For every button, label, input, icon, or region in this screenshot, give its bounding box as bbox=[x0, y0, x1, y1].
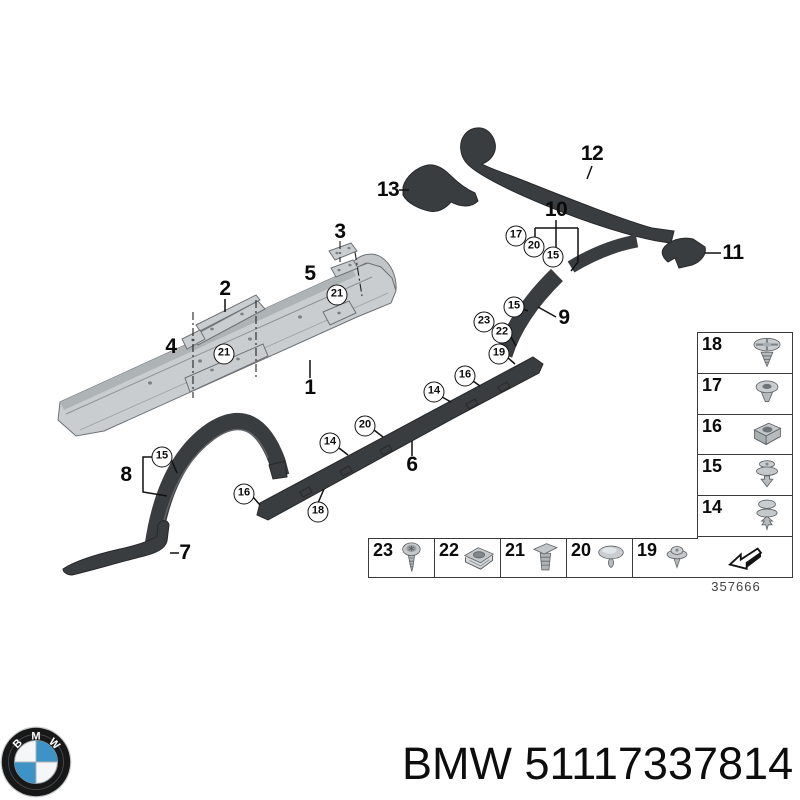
part-8-inner-line bbox=[159, 428, 269, 541]
fastener-cell-number: 15 bbox=[702, 456, 723, 477]
dome-clip-icon bbox=[592, 541, 630, 576]
fastener-cell-14: 14 bbox=[698, 496, 792, 538]
mounting-plate-left bbox=[184, 343, 269, 393]
part-11-moulding bbox=[661, 237, 706, 269]
fastener-callout-14: 14 bbox=[319, 432, 341, 454]
fastener-callout-16: 16 bbox=[454, 365, 476, 387]
pan-head-screw-icon bbox=[394, 541, 432, 576]
fastener-callout-18: 18 bbox=[307, 501, 329, 523]
fastener-callout-19: 19 bbox=[488, 343, 510, 365]
part-label-12: 12 bbox=[580, 142, 604, 165]
fastener-callout-20: 20 bbox=[354, 415, 376, 437]
part-12-moulding bbox=[460, 127, 675, 244]
fastener-cell-number: 18 bbox=[702, 334, 723, 354]
fastener-cell-number: 17 bbox=[702, 374, 723, 395]
fastener-cell-16: 16 bbox=[698, 415, 792, 456]
fastener-cell-17: 17 bbox=[698, 374, 792, 415]
fastener-legend-row: 23 22 21 20 19 bbox=[368, 538, 698, 578]
fastener-cell-number: 21 bbox=[505, 540, 526, 560]
fastener-callout-21: 21 bbox=[213, 343, 235, 365]
fastener-cell-number: 19 bbox=[637, 540, 658, 560]
part-number-caption: BMW 51117337814 bbox=[402, 738, 794, 789]
fastener-callout-14: 14 bbox=[423, 381, 445, 403]
fastener-cell-22: 22 bbox=[435, 539, 501, 577]
part-6-sill-strip bbox=[256, 356, 544, 521]
part-7-moulding bbox=[62, 520, 170, 576]
fastener-cell-19: 19 bbox=[633, 539, 698, 577]
part-label-5: 5 bbox=[304, 262, 316, 285]
fastener-callout-21: 21 bbox=[326, 284, 348, 306]
part-label-9: 9 bbox=[558, 306, 570, 329]
leader-lines bbox=[142, 165, 721, 554]
part-8-foot bbox=[268, 460, 288, 480]
fastener-callout-15: 15 bbox=[503, 296, 525, 318]
fastener-cell-18: 18 bbox=[698, 333, 792, 374]
part-2-entry-rail bbox=[190, 294, 266, 346]
part-label-13: 13 bbox=[376, 178, 400, 201]
part-9-wheel-arch-upper bbox=[567, 234, 639, 273]
washer-rivet-icon bbox=[744, 457, 790, 494]
centre-lines bbox=[192, 241, 363, 398]
part-label-7: 7 bbox=[179, 541, 191, 564]
fastener-cell-number: 20 bbox=[571, 540, 592, 560]
fastener-callout-15: 15 bbox=[542, 246, 564, 268]
fastener-callout-22: 22 bbox=[491, 322, 513, 344]
fastener-legend-column: 18 17 16 15 14 bbox=[697, 332, 793, 578]
expanding-rivet-icon bbox=[744, 498, 790, 535]
part-label-8: 8 bbox=[120, 463, 132, 486]
roundel-letter-m: M bbox=[31, 731, 40, 743]
fastener-callout-15: 15 bbox=[151, 446, 173, 468]
screw-rivet-icon bbox=[744, 334, 790, 371]
part-13-moulding bbox=[402, 164, 479, 212]
bmw-roundel-logo: B M W bbox=[0, 726, 72, 798]
fastener-cell-21: 21 bbox=[501, 539, 567, 577]
direction-arrow-cell bbox=[698, 537, 792, 577]
part-8-wheel-arch bbox=[144, 413, 290, 548]
fastener-cell-number: 16 bbox=[702, 415, 723, 436]
fastener-cell-15: 15 bbox=[698, 455, 792, 497]
part-label-10: 10 bbox=[544, 198, 568, 221]
fastener-cell-number: 14 bbox=[702, 497, 723, 518]
drawing-number: 357666 bbox=[711, 579, 761, 594]
part-label-6: 6 bbox=[406, 453, 418, 476]
speed-nut-icon bbox=[460, 541, 498, 576]
fastener-callout-23: 23 bbox=[473, 311, 495, 333]
push-rivet-icon bbox=[658, 541, 696, 576]
part-label-2: 2 bbox=[219, 277, 231, 300]
fastener-callout-20: 20 bbox=[523, 236, 545, 258]
fastener-cell-number: 22 bbox=[439, 540, 460, 560]
part-label-3: 3 bbox=[334, 220, 346, 243]
part-label-1: 1 bbox=[304, 376, 316, 399]
cage-nut-icon bbox=[744, 416, 790, 453]
fastener-cell-23: 23 bbox=[369, 539, 435, 577]
part-label-4: 4 bbox=[165, 335, 177, 358]
fastener-cell-number: 23 bbox=[373, 540, 394, 560]
expansion-nut-icon bbox=[526, 541, 564, 576]
dark-trim-parts bbox=[62, 127, 706, 576]
direction-arrow-icon bbox=[716, 539, 774, 576]
fastener-cell-20: 20 bbox=[567, 539, 633, 577]
part-label-11: 11 bbox=[722, 241, 744, 264]
fastener-callout-16: 16 bbox=[233, 483, 255, 505]
grommet-nut-icon bbox=[744, 375, 790, 412]
fastener-callout-17: 17 bbox=[505, 225, 527, 247]
part-3-bracket bbox=[328, 242, 358, 261]
